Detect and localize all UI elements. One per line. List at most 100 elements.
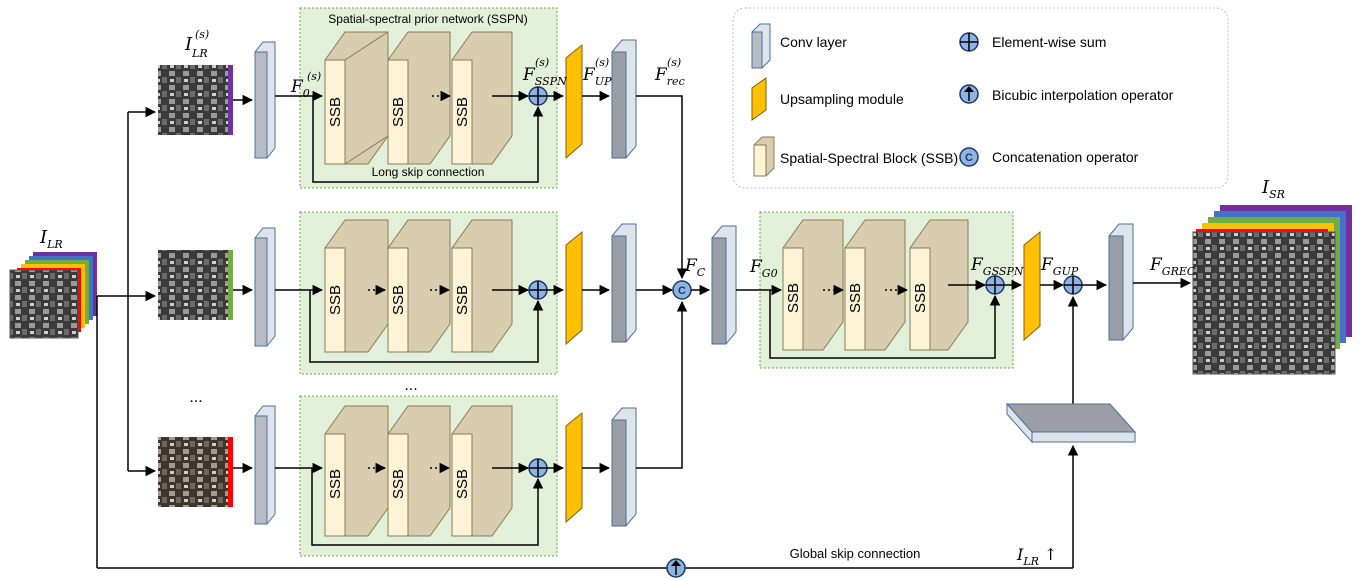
svg-text:FGREC: FGREC [1149, 255, 1196, 278]
upsampled-lr-slab [1005, 402, 1137, 444]
ssb-block: SSB [324, 405, 389, 537]
label-F-UP-s: FUP (s) [582, 56, 612, 88]
legend-concat-label: Concatenation operator [992, 149, 1139, 165]
ssb-block: SSB [387, 31, 451, 165]
conv-layer [611, 407, 637, 527]
legend-sum-icon [959, 32, 979, 52]
label-I-LR-s: ILR (s) [184, 28, 209, 60]
global-upsampling-module [1023, 230, 1041, 342]
ellipsis-branches: ... [189, 389, 202, 406]
conv-layer [254, 41, 276, 159]
svg-text:(s): (s) [307, 70, 321, 83]
upsampling-module [565, 230, 583, 346]
conv-layer [254, 227, 276, 347]
legend-upsample-label: Upsampling module [780, 91, 904, 107]
svg-text:F0: F0 [290, 77, 310, 100]
svg-text:SSB: SSB [327, 285, 344, 315]
sum-operator [528, 458, 548, 478]
branch-1: SSB SSB SSB [233, 31, 688, 280]
group-image-3 [158, 437, 233, 507]
svg-text:(s): (s) [535, 56, 549, 69]
group-image-1 [158, 65, 233, 135]
final-conv-layer [1108, 223, 1134, 341]
svg-text:ILR: ILR [184, 34, 208, 60]
svg-text:SSB: SSB [454, 469, 471, 499]
upsampling-module [565, 43, 583, 160]
svg-text:SSB: SSB [454, 97, 471, 127]
ssb-block: SSB [387, 405, 451, 537]
ssb-block: SSB [324, 31, 389, 165]
legend-box [732, 7, 1229, 189]
svg-text:(s): (s) [667, 56, 681, 69]
ssb-block: SSB [451, 219, 513, 353]
legend-upsample-icon [751, 77, 767, 121]
conv-layer [611, 39, 637, 159]
svg-text:ISR: ISR [1261, 177, 1285, 201]
ssb-block: SSB [909, 219, 969, 351]
global-sum-operator [985, 275, 1005, 295]
svg-text:SSB: SSB [454, 285, 471, 315]
label-F-GSSPN: FGSSPN [970, 255, 1024, 278]
group-image-2 [158, 250, 233, 320]
label-F0-s: F0 (s) [290, 70, 321, 100]
sspn-title: Spatial-spectral prior network (SSPN) [328, 12, 527, 26]
label-F-SSPN-s: FSSPN (s) [522, 56, 567, 88]
label-F-GREC: FGREC [1149, 255, 1196, 278]
ssb-block: SSB [387, 219, 451, 353]
conv-layer [611, 223, 637, 343]
legend-concat-icon: C [959, 147, 979, 167]
ssb-block: SSB [451, 31, 513, 165]
svg-text:SSB: SSB [327, 97, 344, 127]
svg-text:(s): (s) [195, 28, 209, 41]
final-sum-operator [1063, 275, 1083, 295]
ssb-block: SSB [324, 219, 389, 353]
svg-text:C: C [678, 285, 686, 297]
ssb-block: SSB [844, 219, 906, 351]
conv-layer [254, 405, 276, 525]
svg-text:SSB: SSB [847, 283, 864, 313]
svg-text:FG0: FG0 [749, 257, 778, 280]
svg-text:C: C [965, 152, 973, 164]
legend-bicubic-label: Bicubic interpolation operator [992, 87, 1174, 103]
bicubic-operator [666, 558, 686, 578]
label-I-SR: ISR [1261, 177, 1285, 201]
svg-text:ILR ↑: ILR ↑ [1016, 545, 1057, 568]
label-I-LR: ILR [39, 227, 63, 251]
svg-text:SSB: SSB [785, 283, 802, 313]
long-skip-label: Long skip connection [372, 165, 485, 179]
legend-bicubic-icon [959, 84, 979, 104]
svg-text:Frec: Frec [654, 65, 685, 88]
ellipsis-panels: ... [404, 377, 417, 394]
sum-operator [528, 280, 548, 300]
svg-text:(s): (s) [595, 56, 609, 69]
svg-text:FUP: FUP [582, 65, 612, 88]
svg-text:FGUP: FGUP [1040, 255, 1079, 278]
legend-sum-label: Element-wise sum [992, 34, 1106, 50]
svg-text:SSB: SSB [390, 97, 407, 127]
label-F-rec-s: Frec (s) [654, 56, 685, 88]
svg-text:SSB: SSB [327, 469, 344, 499]
label-F-G0: FG0 [749, 257, 778, 280]
branch-2: SSB SSB SSB [233, 219, 674, 363]
sum-operator [528, 86, 548, 106]
upsampling-module [565, 411, 583, 524]
ssb-block: SSB [782, 219, 844, 351]
legend-conv-icon [751, 23, 771, 69]
input-branch-lines [96, 106, 1079, 569]
output-sr-cube [1192, 205, 1352, 375]
svg-text:SSB: SSB [390, 469, 407, 499]
label-F-GUP: FGUP [1040, 255, 1079, 278]
legend-conv-label: Conv layer [780, 34, 847, 50]
global-skip-label: Global skip connection [790, 546, 921, 561]
branch-3: SSB SSB SSB [233, 300, 688, 546]
svg-text:FC: FC [684, 256, 706, 279]
legend-ssb-label: Spatial-Spectral Block (SSB) [780, 150, 958, 166]
svg-text:SSB: SSB [912, 283, 929, 313]
global-conv-layer [711, 225, 737, 345]
svg-text:SSB: SSB [390, 285, 407, 315]
svg-text:FGSSPN: FGSSPN [970, 255, 1024, 278]
label-I-LR-up: ILR ↑ [1016, 545, 1057, 568]
label-F-C: FC [684, 256, 706, 279]
input-hsi-cube [9, 252, 97, 339]
